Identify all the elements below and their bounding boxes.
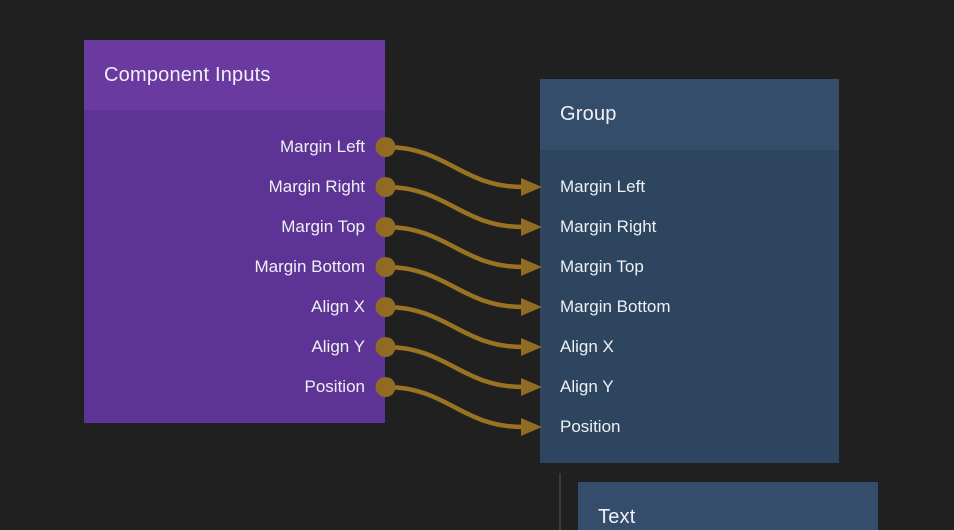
connection-line-vertical [559, 473, 561, 530]
output-port-label: Align X [311, 297, 365, 316]
input-port-row: Position [540, 407, 839, 447]
input-port-arrow-icon[interactable] [521, 298, 542, 316]
output-port-row: Margin Right [84, 167, 385, 207]
connection-wire[interactable] [385, 304, 524, 350]
output-port-row: Margin Left [84, 127, 385, 167]
output-port-label: Margin Left [279, 137, 365, 156]
node-text-header[interactable]: Text [578, 482, 878, 530]
connection-wire[interactable] [385, 144, 524, 190]
output-port-label: Position [304, 377, 365, 396]
input-port-arrow-icon[interactable] [521, 418, 542, 436]
output-port-label: Align Y [311, 337, 365, 356]
input-port-label: Margin Top [560, 257, 644, 276]
node-group-header[interactable]: Group [540, 79, 839, 150]
input-port-label: Margin Left [560, 177, 646, 196]
input-port-row: Align Y [540, 367, 839, 407]
output-port-row: Align Y [84, 327, 385, 367]
input-port-arrow-icon[interactable] [521, 218, 542, 236]
connection-wire[interactable] [385, 224, 524, 270]
input-port-row: Margin Bottom [540, 287, 839, 327]
node-text[interactable]: Text [578, 482, 878, 530]
input-port-arrow-icon[interactable] [521, 178, 542, 196]
input-port-label: Margin Right [560, 217, 657, 236]
input-port-row: Margin Left [540, 167, 839, 207]
input-port-label: Position [560, 417, 621, 436]
output-port-row: Margin Bottom [84, 247, 385, 287]
output-port-label: Margin Right [268, 177, 365, 196]
connection-wire[interactable] [385, 264, 524, 310]
output-port-row: Align X [84, 287, 385, 327]
output-port-row: Margin Top [84, 207, 385, 247]
connection-wire[interactable] [385, 384, 524, 430]
input-port-arrow-icon[interactable] [521, 258, 542, 276]
input-port-row: Align X [540, 327, 839, 367]
input-port-row: Margin Top [540, 247, 839, 287]
output-port-row: Position [84, 367, 385, 407]
input-port-arrow-icon[interactable] [521, 378, 542, 396]
node-group-title: Group [560, 103, 617, 125]
node-component-inputs-title: Component Inputs [104, 63, 271, 86]
output-port-label: Margin Top [281, 217, 365, 236]
input-port-label: Align Y [560, 377, 614, 396]
connection-wire[interactable] [385, 184, 524, 230]
output-port-label: Margin Bottom [254, 257, 365, 276]
node-text-title: Text [598, 505, 636, 528]
input-port-label: Margin Bottom [560, 297, 671, 316]
input-port-arrow-icon[interactable] [521, 338, 542, 356]
input-port-row: Margin Right [540, 207, 839, 247]
connection-wire[interactable] [385, 344, 524, 390]
input-port-label: Align X [560, 337, 614, 356]
node-component-inputs-header[interactable]: Component Inputs [84, 40, 385, 110]
